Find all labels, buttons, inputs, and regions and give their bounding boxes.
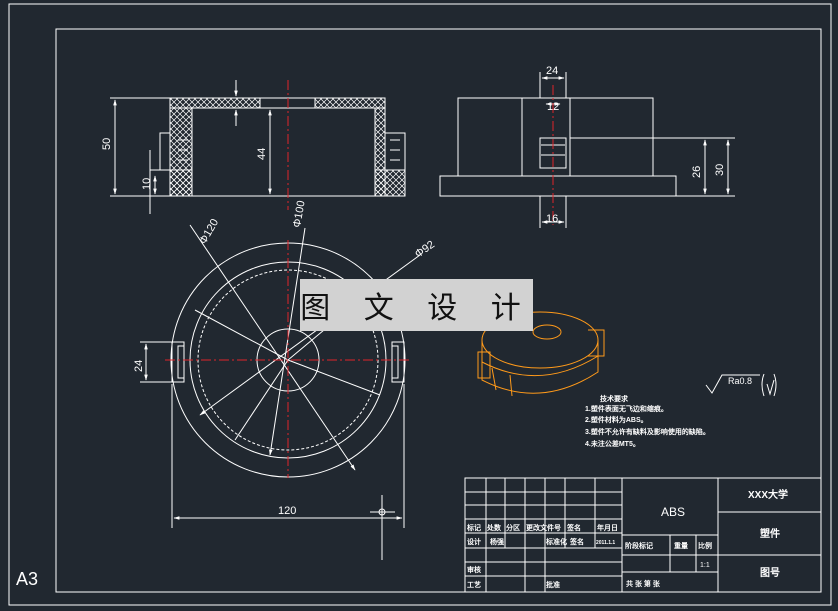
tb-weight-label: 重量 xyxy=(674,541,688,550)
tech-note-1: 1.塑件表面无飞边和缩痕。 xyxy=(585,404,668,413)
tb-process-label: 工艺 xyxy=(467,580,481,589)
tech-notes-title: 技术要求 xyxy=(600,394,629,403)
roughness-symbol xyxy=(705,373,777,397)
tb-header-zone: 分区 xyxy=(506,523,520,532)
technical-requirements: 技术要求 1.塑件表面无飞边和缩痕。 2.塑件材料为ABS。 3.塑件不允许有缺… xyxy=(585,394,710,448)
tech-note-4: 4.未注公差MT5。 xyxy=(585,439,640,448)
tb-header-mark: 标记 xyxy=(466,523,481,532)
dim-inner-44: 44 xyxy=(256,148,268,160)
tb-header-sign: 签名 xyxy=(566,523,581,532)
tb-designer: 杨强 xyxy=(490,537,504,546)
dim-base-10: 10 xyxy=(141,178,153,190)
watermark-banner: 图 文 设 计 xyxy=(300,279,533,331)
dim-tab-24: 24 xyxy=(133,360,145,372)
dim-height-26: 26 xyxy=(691,166,703,178)
dim-height-30: 30 xyxy=(714,164,726,176)
dim-bottom-16: 16 xyxy=(546,213,558,225)
material-label: ABS xyxy=(661,505,685,519)
scale-value: 1:1 xyxy=(700,562,710,569)
tb-signature-label: 签名 xyxy=(569,537,584,546)
title-block xyxy=(464,477,822,593)
3d-model-view xyxy=(477,311,605,397)
school-name: XXX大学 xyxy=(748,488,788,501)
dim-dia-120: Φ120 xyxy=(197,217,221,247)
tb-header-date: 年月日 xyxy=(597,523,618,532)
tb-date-value: 2011.1.1 xyxy=(596,540,615,546)
tb-approve-label: 批准 xyxy=(546,580,560,589)
tech-note-2: 2.塑件材料为ABS。 xyxy=(585,415,648,424)
dim-width-120: 120 xyxy=(278,505,296,517)
dim-mid-12: 12 xyxy=(547,101,559,113)
dim-top-24: 24 xyxy=(546,65,558,77)
tb-stage-label: 阶段标记 xyxy=(625,541,653,550)
sheet-size-label: A3 xyxy=(16,569,38,589)
tb-scale-label: 比例 xyxy=(698,541,712,550)
dim-dia-100: Φ100 xyxy=(291,200,308,229)
tb-header-change-doc: 更改文件号 xyxy=(526,523,561,532)
tb-header-count: 处数 xyxy=(486,523,502,532)
drawing-number-label: 图号 xyxy=(760,567,780,579)
tb-design-label: 设计 xyxy=(467,537,481,546)
dim-dia-92: Φ92 xyxy=(413,239,437,261)
tech-note-3: 3.塑件不允许有缺料及影响使用的缺陷。 xyxy=(585,427,710,436)
tb-sheets-text: 共 张 第 张 xyxy=(626,579,661,588)
side-view xyxy=(439,72,735,228)
front-section-view xyxy=(110,80,406,214)
outer-frame xyxy=(8,3,832,606)
dim-height-50: 50 xyxy=(101,138,113,150)
tb-review-label: 审核 xyxy=(467,565,481,574)
inner-frame xyxy=(55,28,822,593)
tb-standard-label: 标准化 xyxy=(545,537,567,546)
part-name: 塑件 xyxy=(760,527,780,540)
roughness-value: Ra0.8 xyxy=(728,376,752,386)
